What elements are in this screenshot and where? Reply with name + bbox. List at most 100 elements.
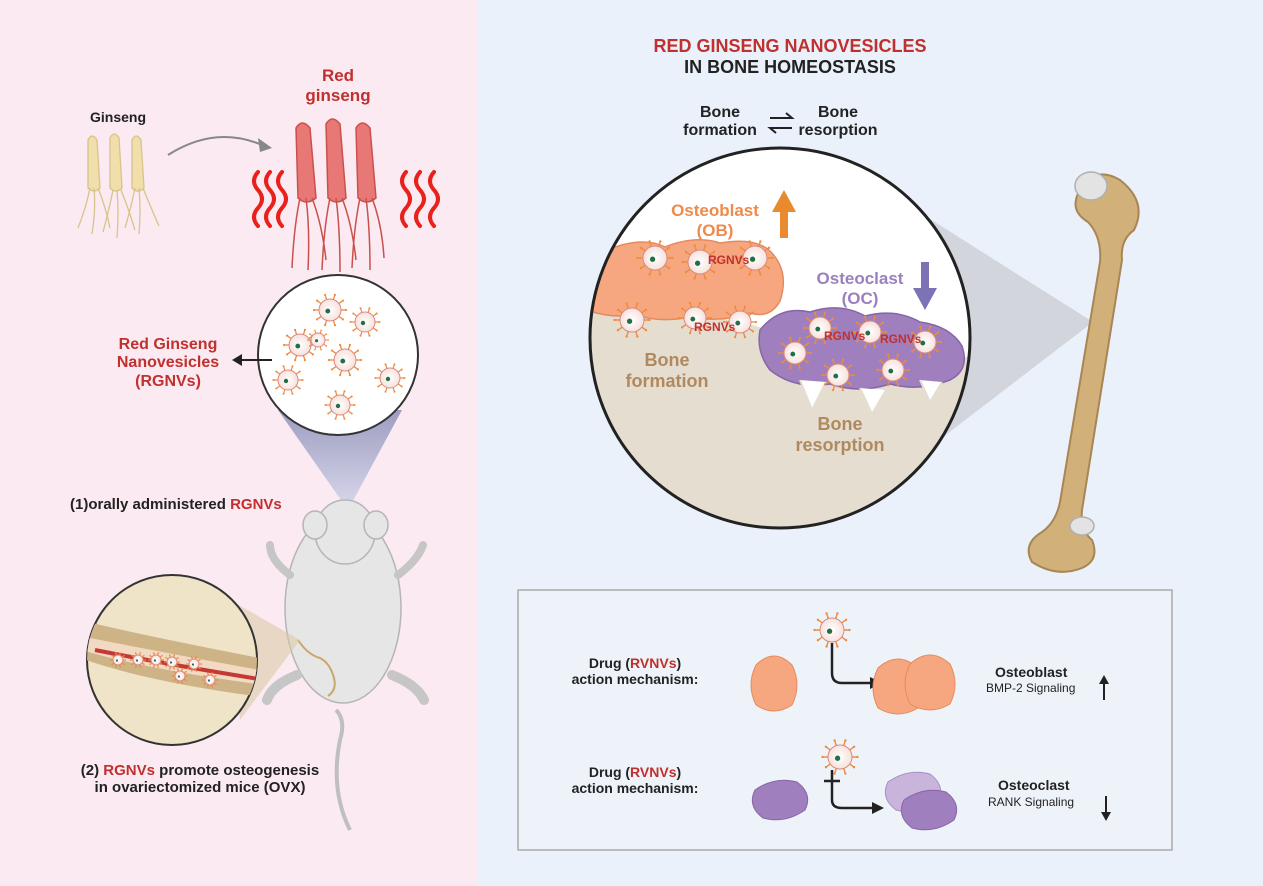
- circle-bone-formation-line2: formation: [625, 370, 709, 391]
- osteoblast-cell-pair: [872, 654, 956, 715]
- step2-prefix: (2): [80, 762, 104, 779]
- rgnvs-tag-1: RGNVs: [708, 253, 750, 267]
- osteoblast-label: Osteoblast (OB): [660, 201, 770, 240]
- left-panel-background: [0, 0, 478, 886]
- osteoblast-label-line1: Osteoblast: [671, 201, 759, 220]
- nanovesicle-icon: [736, 240, 774, 276]
- row2-arrowhead: [872, 802, 884, 814]
- row1-action: action mechanism:: [571, 671, 699, 688]
- nanovesicle-icon: [307, 329, 329, 351]
- nanovesicle-icon: [820, 358, 856, 392]
- bone-formation-header-line1: Bone: [700, 104, 740, 121]
- rgnv-label-arrowhead: [232, 354, 242, 366]
- osteoblast-label-line2: (OB): [696, 220, 734, 240]
- bone-resorption-header-line2: resorption: [798, 122, 878, 140]
- rgnvs-tag-2: RGNVs: [694, 320, 736, 334]
- transform-arrow: [167, 136, 263, 156]
- magnify-cone: [278, 410, 402, 510]
- nanovesicle-icon: [349, 307, 381, 337]
- circle-bone-resorption-line2: resorption: [795, 434, 885, 455]
- heat-wave-icon: [252, 170, 440, 228]
- red-ginseng-icon: [291, 118, 385, 273]
- row1-drug-highlight: RVNVs: [630, 655, 677, 671]
- nanovesicle-icon: [907, 325, 943, 359]
- nanovesicle-icon: [147, 652, 165, 668]
- ginseng-label: Ginseng: [90, 109, 147, 125]
- nanovesicle-icon: [677, 301, 713, 335]
- red-ginseng-label-line2: ginseng: [305, 85, 371, 105]
- panel-title-line2: IN BONE HOMEOSTASIS: [684, 56, 896, 77]
- osteoclast-cell-cluster: [884, 771, 958, 831]
- row1-cell-label: Osteoblast: [995, 664, 1068, 680]
- step2-rest: promote osteogenesis: [154, 762, 320, 779]
- femur-icon: [1027, 171, 1140, 573]
- row2-drug-highlight: RVNVs: [630, 764, 677, 780]
- bone-resorption-header-line1: Bone: [818, 104, 858, 121]
- nanovesicle-icon: [171, 668, 189, 684]
- osteoclast-down-arrow: [913, 262, 937, 310]
- row2-inhibition-line: [830, 770, 877, 810]
- row2-down-arrow: [1101, 796, 1111, 821]
- mechanism-row2-drug: Drug (RVNVs) action mechanism:: [550, 764, 720, 796]
- nanovesicle-icon: [109, 652, 127, 668]
- osteoclast-label: Osteoclast (OC): [805, 269, 915, 308]
- step2-text: (2) RGNVs promote osteogenesis in ovarie…: [55, 762, 345, 797]
- bone-formation-header: Bone formation: [672, 104, 768, 141]
- rgnv-label-line3: (RGNVs): [135, 372, 201, 390]
- osteoclast-label-line2: (OC): [841, 288, 879, 308]
- step1-text: (1)orally administered RGNVs: [70, 496, 282, 513]
- rgnv-label: Red Ginseng Nanovesicles (RGNVs): [108, 336, 228, 391]
- nanovesicle-icon: [681, 244, 719, 280]
- nanovesicle-icon: [821, 739, 859, 775]
- step1-highlight: RGNVs: [230, 496, 282, 513]
- nanovesicle-icon: [777, 336, 813, 370]
- remodeling-vesicle-cluster: [613, 240, 943, 392]
- nanovesicle-icon: [613, 302, 651, 338]
- row1-signal-label: BMP-2 Signaling: [986, 681, 1076, 695]
- rgnvs-tag-3: RGNVs: [824, 329, 866, 343]
- row2-action: action mechanism:: [571, 780, 699, 797]
- mouse-femur-sketch: [297, 639, 336, 697]
- nanovesicle-icon: [201, 672, 219, 688]
- red-ginseng-label-line1: Red: [321, 66, 355, 85]
- bone-resorption-header: Bone resorption: [790, 104, 886, 141]
- nanovesicle-icon: [374, 363, 406, 393]
- circle-bone-resorption-label: Bone resorption: [785, 414, 895, 455]
- nanovesicle-icon: [324, 390, 356, 420]
- nanovesicle-icon: [185, 656, 203, 672]
- row2-drug-prefix: Drug (: [588, 764, 631, 780]
- nanovesicle-icon: [163, 654, 181, 670]
- nanovesicle-icon: [327, 343, 363, 377]
- nanovesicle-icon: [875, 353, 911, 387]
- row1-activation-arrow: [830, 643, 877, 685]
- mechanism-row1-drug: Drug (RVNVs) action mechanism:: [550, 655, 720, 687]
- circle-bone-formation-label: Bone formation: [612, 350, 722, 391]
- rgnvs-tag-4: RGNVs: [880, 332, 922, 346]
- row1-up-arrow: [1099, 675, 1109, 700]
- row2-cell-label: Osteoclast: [998, 777, 1070, 793]
- step2-line2: in ovariectomized mice (OVX): [94, 779, 306, 797]
- equilibrium-arrows-icon: [767, 112, 795, 134]
- step1-prefix: (1)orally administered: [70, 496, 231, 513]
- row2-drug-suffix: ): [676, 764, 682, 780]
- rgnv-label-line2: Nanovesicles: [116, 354, 220, 372]
- step2-highlight: RGNVs: [103, 762, 155, 779]
- bone-vesicle-cluster: [109, 652, 219, 688]
- circle-bone-formation-line1: Bone: [644, 350, 690, 370]
- osteoblast-up-arrow: [772, 190, 796, 238]
- row1-drug-suffix: ): [676, 655, 682, 671]
- osteoclast-cell-single: [751, 779, 809, 821]
- row2-signal-label: RANK Signaling: [988, 795, 1075, 809]
- nanovesicle-icon: [802, 311, 838, 345]
- osteoclast-label-line1: Osteoclast: [816, 269, 904, 288]
- circle-bone-resorption-line1: Bone: [817, 414, 863, 434]
- bone-remodeling-circle-border: [588, 146, 972, 530]
- nanovesicle-icon: [636, 240, 674, 276]
- red-ginseng-label: Red ginseng: [305, 66, 371, 105]
- nanovesicle-icon: [272, 365, 304, 395]
- panel-title-line1: RED GINSENG NANOVESICLES: [653, 36, 927, 56]
- rgnv-label-line1: Red Ginseng: [118, 336, 218, 353]
- nanovesicle-icon: [129, 652, 147, 668]
- nanovesicle-icon: [722, 305, 758, 339]
